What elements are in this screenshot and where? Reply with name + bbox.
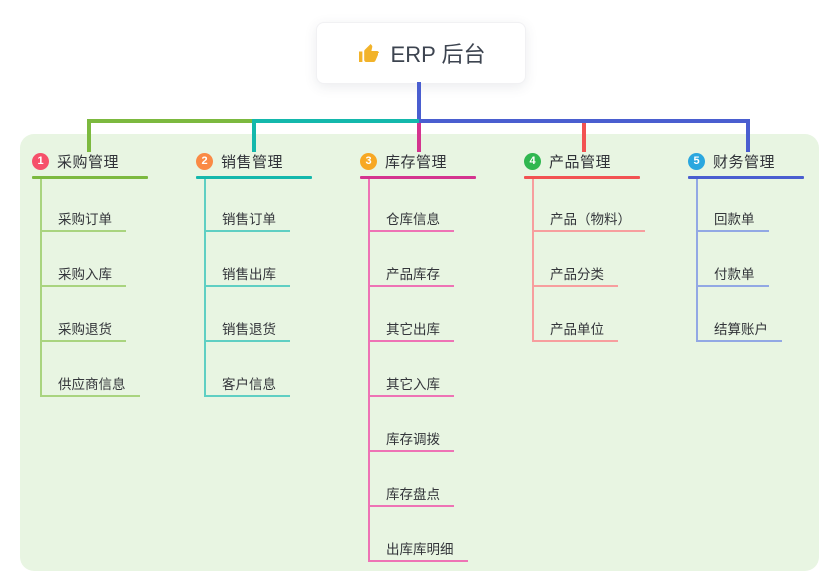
root-node-erp[interactable]: ERP 后台 (316, 22, 526, 84)
mindmap-leaf-node[interactable]: 其它出库 (368, 314, 454, 342)
branch-underline (196, 176, 312, 179)
branch-header[interactable]: 1 采购管理 (32, 150, 196, 172)
branch-underline (360, 176, 476, 179)
mindmap-leaf-node[interactable]: 客户信息 (204, 369, 290, 397)
mindmap-leaf-node[interactable]: 销售出库 (204, 259, 290, 287)
bus-segment-teal (252, 119, 419, 123)
mindmap-leaf-node[interactable]: 销售退货 (204, 314, 290, 342)
mindmap-leaf-node[interactable]: 产品分类 (532, 259, 618, 287)
branch-number-badge: 1 (32, 152, 49, 170)
mindmap-leaf-node[interactable]: 采购退货 (40, 314, 126, 342)
branch-库存管理: 3 库存管理仓库信息产品库存其它出库其它入库库存调拨库存盘点出库库明细 (360, 150, 524, 562)
branch-label[interactable]: 销售管理 (221, 153, 284, 171)
mindmap-leaf-node[interactable]: 库存盘点 (368, 479, 454, 507)
mindmap-leaf-node[interactable]: 产品（物料） (532, 204, 645, 232)
branch-number-badge: 5 (688, 152, 705, 170)
branch-label[interactable]: 采购管理 (57, 153, 120, 171)
branch-销售管理: 2 销售管理销售订单销售出库销售退货客户信息 (196, 150, 360, 397)
branch-drop-line (252, 119, 256, 152)
mindmap-leaf-node[interactable]: 库存调拨 (368, 424, 454, 452)
bus-segment-blue (419, 119, 750, 123)
branch-采购管理: 1 采购管理采购订单采购入库采购退货供应商信息 (32, 150, 196, 397)
mindmap-leaf-node[interactable]: 采购入库 (40, 259, 126, 287)
mindmap-leaf-node[interactable]: 采购订单 (40, 204, 126, 232)
branch-header[interactable]: 2 销售管理 (196, 150, 360, 172)
branch-spine-line (696, 179, 698, 340)
mindmap-leaf-node[interactable]: 其它入库 (368, 369, 454, 397)
branch-label[interactable]: 产品管理 (549, 153, 612, 171)
mindmap-leaf-node[interactable]: 出库库明细 (368, 534, 468, 562)
branch-spine-line (204, 179, 206, 395)
branch-header[interactable]: 5 财务管理 (688, 150, 839, 172)
branch-number-badge: 2 (196, 152, 213, 170)
branch-drop-line (746, 119, 750, 152)
branch-产品管理: 4 产品管理产品（物料） 产品分类产品单位 (524, 150, 688, 342)
mindmap-leaf-node[interactable]: 产品单位 (532, 314, 618, 342)
branch-label[interactable]: 库存管理 (385, 153, 448, 171)
branch-spine-line (532, 179, 534, 340)
branch-number-badge: 4 (524, 152, 541, 170)
mindmap-leaf-node[interactable]: 结算账户 (696, 314, 782, 342)
branch-label[interactable]: 财务管理 (713, 153, 776, 171)
branch-spine-line (368, 179, 370, 560)
branch-drop-line (87, 119, 91, 152)
mindmap-leaf-node[interactable]: 销售订单 (204, 204, 290, 232)
branch-spine-line (40, 179, 42, 395)
root-title: ERP 后台 (390, 42, 486, 67)
content-panel (20, 134, 819, 571)
root-drop-line (417, 82, 421, 123)
mindmap-leaf-node[interactable]: 回款单 (696, 204, 769, 232)
mindmap-leaf-node[interactable]: 仓库信息 (368, 204, 454, 232)
branch-drop-line (582, 123, 586, 152)
branch-header[interactable]: 3 库存管理 (360, 150, 524, 172)
branch-number-badge: 3 (360, 152, 377, 170)
mindmap-leaf-node[interactable]: 付款单 (696, 259, 769, 287)
mindmap-leaf-node[interactable]: 供应商信息 (40, 369, 140, 397)
mindmap-leaf-node[interactable]: 产品库存 (368, 259, 454, 287)
bus-segment-green (87, 119, 252, 123)
thumbs-up-icon (357, 41, 381, 65)
branch-drop-line (417, 123, 421, 152)
branch-财务管理: 5 财务管理回款单付款单结算账户 (688, 150, 839, 342)
branch-underline (688, 176, 804, 179)
branch-underline (32, 176, 148, 179)
branch-header[interactable]: 4 产品管理 (524, 150, 688, 172)
branch-underline (524, 176, 640, 179)
